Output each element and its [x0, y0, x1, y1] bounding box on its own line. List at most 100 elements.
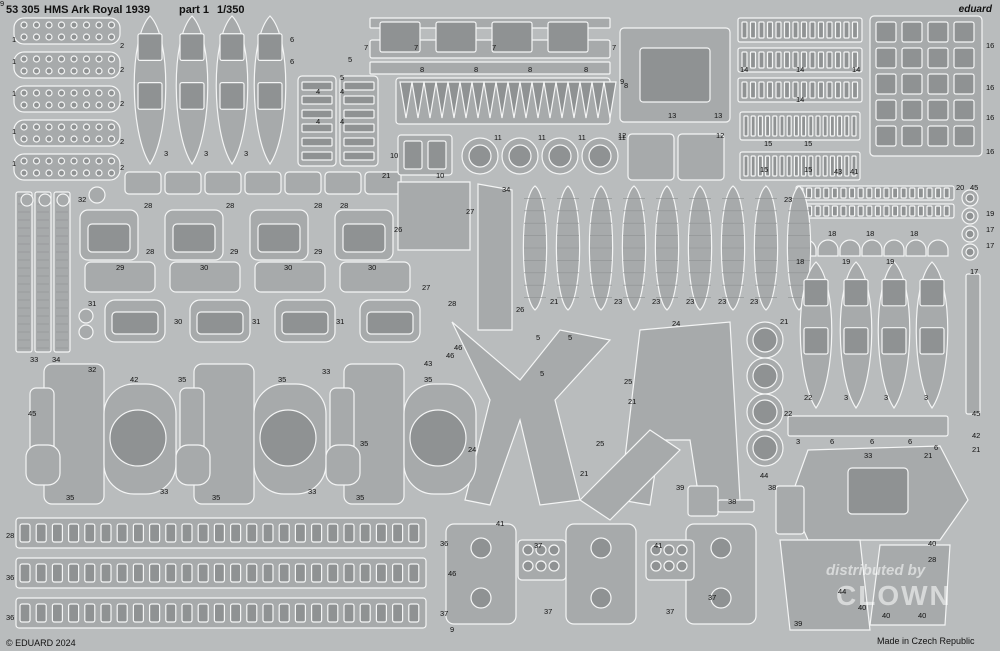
strip-slot [294, 523, 306, 543]
sheet-scale: 1/350 [217, 4, 245, 16]
part-number-label: 28 [6, 531, 15, 540]
rail-slot [866, 187, 873, 199]
part-number-label: 6 [908, 437, 913, 446]
part-number-label: 40 [858, 603, 867, 612]
grille-hole [70, 33, 78, 41]
grid-cell [901, 21, 923, 43]
frame-part-30 [254, 261, 326, 293]
rack-tooth [483, 81, 497, 119]
loop-part-19 [883, 239, 905, 257]
rail-slot [848, 187, 856, 199]
strip-slot [392, 563, 404, 583]
rail-slot [883, 205, 890, 217]
grille-hole [82, 157, 91, 165]
rack-tooth [423, 81, 437, 119]
part-number-label: 18 [828, 229, 837, 238]
strip-slot [116, 603, 128, 623]
part-number-label: 1 [12, 57, 17, 66]
box-inner [403, 140, 423, 170]
rack-tooth [495, 81, 509, 119]
part-number-label: 28 [340, 201, 349, 210]
part-number-label: 29 [116, 263, 125, 272]
ring-inner [752, 435, 778, 461]
rack-slot [743, 155, 749, 177]
bracket-part-28 [324, 171, 362, 195]
part-number-label: 43 [834, 167, 843, 176]
grid-cell [953, 125, 975, 147]
part-number-label: 25 [624, 377, 633, 386]
rack-slot [851, 155, 857, 177]
strip-slot [408, 563, 420, 583]
ring-inner [752, 363, 778, 389]
part-number-label: 3 [164, 149, 169, 158]
rack-slot [749, 21, 757, 39]
rail-slot [857, 205, 864, 217]
ladder-part-34 [15, 191, 33, 353]
rack-slot [749, 81, 757, 99]
disc-inner [965, 211, 975, 221]
part-number-label: 37 [666, 607, 675, 616]
grille-hole [70, 21, 78, 29]
disc-inner [965, 193, 975, 203]
grille-hole [57, 21, 66, 29]
part-number-label: 34 [502, 185, 511, 194]
grid-cell [901, 47, 923, 69]
strip-slot [408, 603, 420, 623]
rack-slot [826, 21, 833, 39]
part-number-label: 26 [516, 305, 525, 314]
bracket-part-28 [124, 171, 162, 195]
boat-part-3-thwart [803, 278, 829, 307]
part-number-label: 24 [672, 319, 681, 328]
grid-cell [875, 21, 897, 43]
part-number-label: 30 [368, 263, 377, 272]
part-number-label: 37 [708, 593, 717, 602]
strip-slot [408, 523, 420, 543]
rack-slot [829, 115, 836, 137]
part-number-label: 28 [928, 555, 937, 564]
part-number-label: 12 [618, 131, 627, 140]
ladder-part-34 [34, 191, 52, 353]
vent-slot [301, 95, 333, 105]
rack-part-7 [547, 21, 589, 53]
vent-slot [301, 123, 333, 133]
bracket-part-28 [204, 171, 242, 195]
grille-hole [57, 157, 66, 165]
part-number-label: 4 [316, 87, 321, 96]
rack-slot [783, 51, 791, 69]
strip-slot [181, 563, 193, 583]
rail-slot [814, 187, 821, 199]
grille-hole [20, 33, 28, 41]
rack-slot [764, 115, 771, 137]
grid-cell [927, 73, 949, 95]
grid-hole [663, 560, 675, 572]
frame-inner [172, 223, 216, 253]
strip-slot [67, 523, 80, 543]
strip-slot [149, 523, 161, 543]
grille-hole [95, 67, 103, 75]
vent-slot [343, 95, 375, 105]
rack-slot [757, 155, 764, 177]
rack-tooth [579, 81, 593, 119]
boat-part-3-thwart [219, 81, 245, 110]
strip-slot [294, 563, 306, 583]
strip-slot [165, 523, 177, 543]
strip-slot [262, 563, 274, 583]
grille-hole [82, 21, 91, 29]
rack-slot [808, 115, 814, 137]
rack-slot [822, 155, 828, 177]
part-number-label: 33 [160, 487, 169, 496]
watermark-line-2: CLOWN [836, 580, 952, 611]
part-number-label: 7 [492, 43, 497, 52]
rack-slot [775, 81, 782, 99]
part-number-label: 23 [718, 297, 727, 306]
part-number-label: 3 [924, 393, 929, 402]
grille-hole [32, 135, 41, 143]
rail-slot [831, 187, 839, 199]
watermark-line-1: distributed by [826, 562, 926, 579]
part-number-label: 4 [340, 87, 345, 96]
rail-slot [900, 205, 907, 217]
part-number-label: 28 [146, 247, 155, 256]
grille-hole [32, 101, 41, 109]
strip-slot [35, 563, 47, 583]
rail-slot [926, 205, 933, 217]
